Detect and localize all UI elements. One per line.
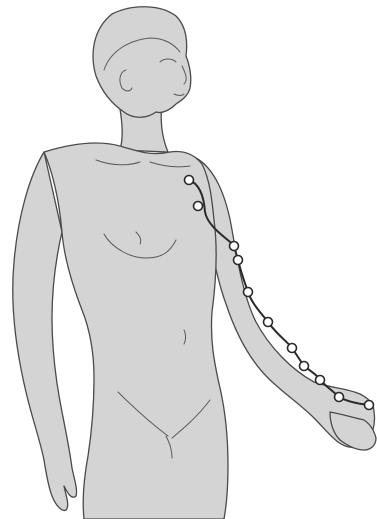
acupoint-6: [264, 318, 273, 327]
acupoint-10: [335, 393, 344, 402]
acupoint-8: [300, 362, 309, 371]
acupoint-9: [316, 376, 325, 385]
acupoint-1: [185, 176, 194, 185]
acupoint-3: [230, 242, 239, 251]
acupoint-7: [288, 344, 297, 353]
acupoint-5: [244, 288, 253, 297]
acupoint-4: [234, 256, 243, 265]
acupoint-2: [194, 202, 203, 211]
acupoint-11: [365, 401, 374, 410]
